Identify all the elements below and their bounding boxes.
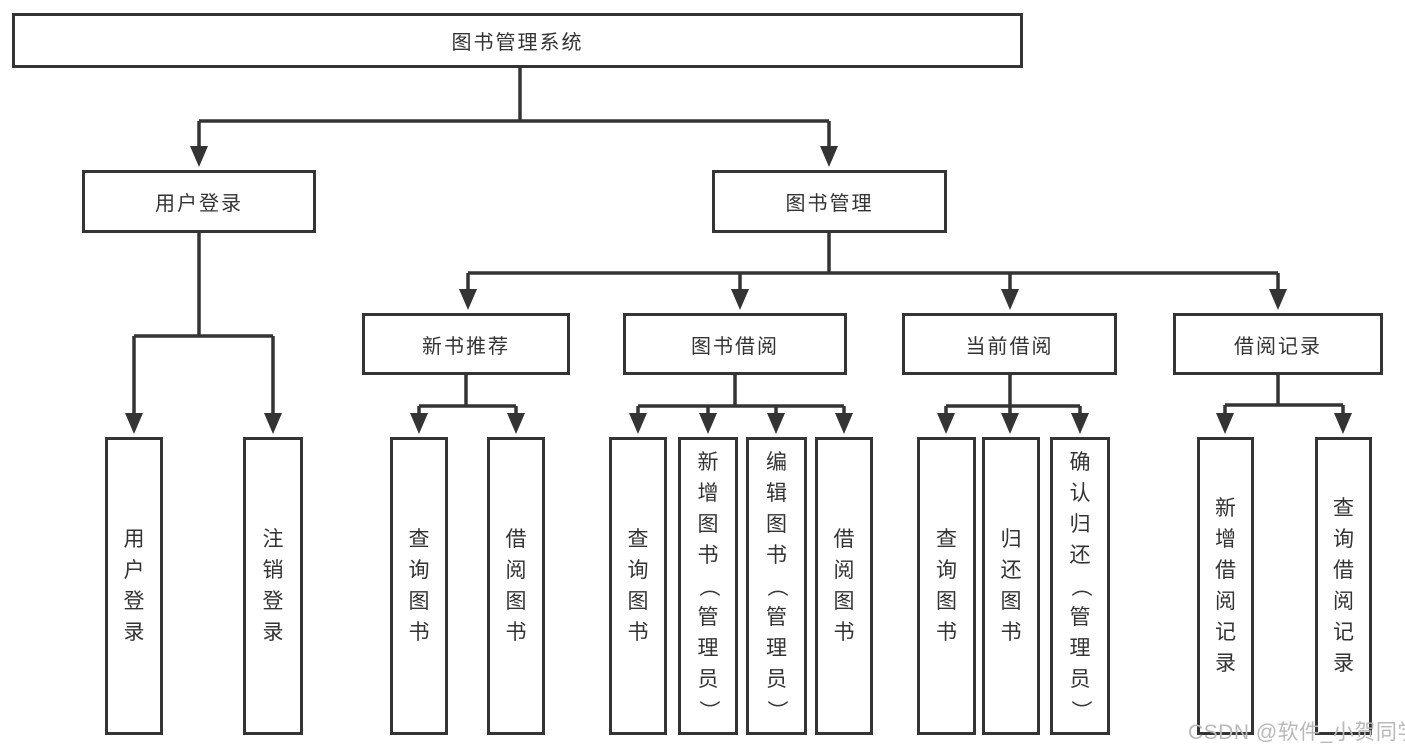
leaf-query-books-2: 查询图书	[609, 437, 667, 735]
arrowhead	[835, 413, 853, 434]
arrowhead	[1216, 413, 1234, 434]
csdn-watermark: CSDN @软件_小贺同学	[1188, 721, 1405, 744]
connector-book-borrowing-to-leaves	[629, 375, 853, 434]
leaf-edit-book-admin: 编辑图书（管理员）	[746, 437, 807, 735]
leaf-borrow-books-2: 借阅图书	[815, 437, 873, 735]
arrowhead	[1071, 413, 1089, 434]
node-label: 借阅记录	[1234, 335, 1322, 358]
node-label: 注销登录	[262, 528, 284, 644]
node-label: 新增借阅记录	[1215, 497, 1236, 675]
leaf-return-books: 归还图书	[982, 437, 1040, 735]
node-book-management: 图书管理	[712, 170, 947, 233]
node-label: 当前借阅	[965, 335, 1054, 358]
arrowhead	[767, 413, 785, 434]
arrowhead	[1001, 289, 1019, 310]
arrowhead	[820, 146, 838, 167]
leaf-borrow-books-1: 借阅图书	[487, 437, 545, 735]
leaf-confirm-return-admin: 确认归还（管理员）	[1050, 437, 1110, 735]
node-label: 图书管理	[785, 193, 874, 215]
arrowhead	[629, 413, 647, 434]
node-label: 用户登录	[123, 528, 145, 644]
arrowhead	[507, 413, 525, 434]
connector-root-to-level2	[190, 68, 838, 167]
connector-borrowing-records-to-leaves	[1216, 375, 1352, 434]
connector-user-login-to-leaves	[125, 232, 282, 434]
leaf-add-borrow-record: 新增借阅记录	[1197, 437, 1254, 735]
leaf-add-book-admin: 新增图书（管理员）	[678, 437, 738, 735]
leaf-query-books-1: 查询图书	[390, 437, 448, 735]
node-label: 借阅图书	[505, 528, 527, 644]
leaf-query-books-3: 查询图书	[917, 437, 976, 735]
node-label: 借阅图书	[833, 528, 855, 644]
arrowhead	[1269, 289, 1287, 310]
node-label: 归还图书	[1000, 528, 1022, 644]
connector-new-book-recommend-to-leaves	[410, 375, 525, 434]
node-label: 新书推荐	[422, 335, 510, 358]
node-library-management-system: 图书管理系统	[12, 13, 1023, 68]
arrowhead	[731, 289, 749, 310]
arrowhead	[410, 413, 428, 434]
node-user-login: 用户登录	[82, 170, 316, 233]
node-book-borrowing: 图书借阅	[623, 313, 847, 375]
node-label: 用户登录	[155, 193, 243, 215]
node-label: 图书管理系统	[451, 32, 584, 54]
connector-current-borrowing-to-leaves	[937, 375, 1089, 434]
node-label: 查询图书	[627, 528, 649, 644]
arrowhead	[1001, 413, 1019, 434]
node-label: 编辑图书（管理员）	[765, 450, 788, 721]
node-label: 查询图书	[936, 528, 957, 644]
leaf-query-borrow-record: 查询借阅记录	[1315, 437, 1372, 735]
leaf-user-login: 用户登录	[105, 437, 163, 735]
node-label: 确认归还（管理员）	[1068, 450, 1092, 721]
connector-book-management-to-level3	[459, 233, 1287, 310]
arrowhead	[1334, 413, 1352, 434]
node-label: 图书借阅	[691, 335, 779, 358]
node-current-borrowing: 当前借阅	[902, 313, 1117, 375]
node-label: 查询借阅记录	[1333, 497, 1354, 675]
leaf-logout: 注销登录	[243, 437, 303, 735]
node-label: 新增图书（管理员）	[696, 450, 720, 721]
arrowhead	[699, 413, 717, 434]
arrowhead	[264, 413, 282, 434]
node-label: 查询图书	[408, 528, 430, 644]
node-new-book-recommend: 新书推荐	[362, 313, 570, 375]
arrowhead	[190, 146, 208, 167]
arrowhead	[459, 289, 477, 310]
arrowhead	[937, 413, 955, 434]
node-borrowing-records: 借阅记录	[1173, 313, 1383, 375]
arrowhead	[125, 413, 143, 434]
